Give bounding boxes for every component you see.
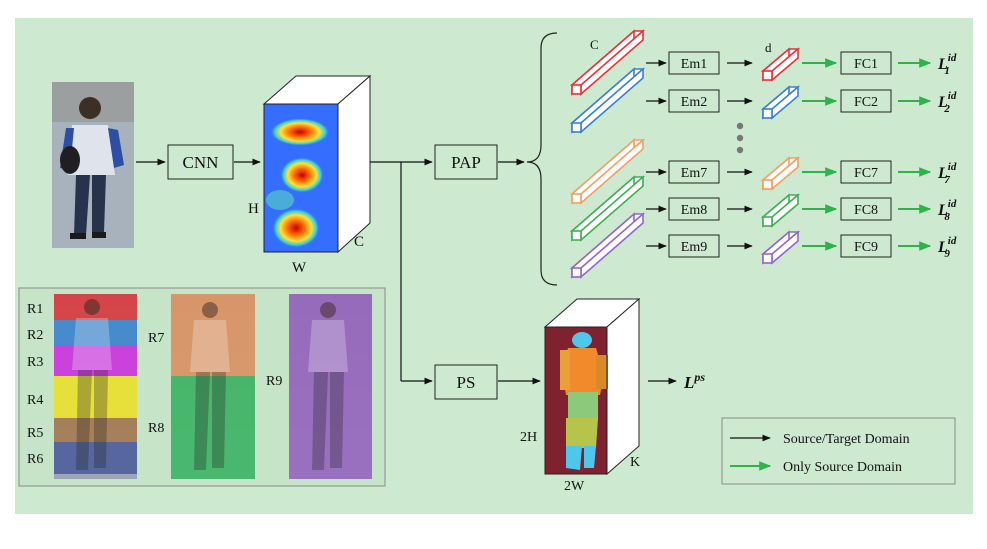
cnn-block: CNN	[167, 144, 234, 180]
fc-label: FC7	[854, 166, 878, 181]
em-label: Em1	[681, 57, 707, 72]
region-r2: R2	[27, 328, 43, 343]
legend-green-label: Only Source Domain	[783, 460, 902, 475]
fc-box	[840, 89, 892, 113]
fc-label: FC8	[854, 203, 878, 218]
feature-w-label: W	[292, 260, 307, 276]
em-box	[668, 234, 720, 258]
input-person-image	[52, 82, 134, 248]
legend: Source/Target Domain Only Source Domain	[721, 417, 956, 485]
branch-d-label: d	[765, 40, 772, 55]
part-feature-bar	[569, 29, 646, 96]
embedding-cube	[760, 85, 801, 120]
region-r8: R8	[148, 421, 164, 436]
pap-block: PAP	[434, 144, 498, 180]
fc-box	[840, 234, 892, 258]
fc-box	[840, 197, 892, 221]
cnn-label: CNN	[183, 153, 219, 172]
feature-map-cube: H W C	[248, 74, 372, 276]
part-feature-bar	[569, 138, 646, 205]
em-box	[668, 197, 720, 221]
em-box	[668, 89, 720, 113]
em-label: Em7	[681, 166, 707, 181]
seg-w-label: 2W	[564, 479, 585, 494]
loss-ps: Lps	[683, 370, 705, 392]
fc-label: FC1	[854, 57, 878, 72]
region-r3: R3	[27, 355, 43, 370]
em-box	[668, 51, 720, 75]
em-label: Em9	[681, 240, 707, 255]
region-panel: R1 R2 R3 R4 R5 R6 R7 R8 R9	[18, 287, 386, 487]
part-feature-bar	[569, 212, 646, 279]
em-label: Em8	[681, 203, 707, 218]
part-seg-cube: 2H 2W K	[520, 297, 641, 494]
region-r1: R1	[27, 302, 43, 317]
fc-box	[840, 160, 892, 184]
ellipsis-dots	[736, 122, 744, 154]
seg-k-label: K	[630, 455, 640, 470]
part-feature-bar	[569, 175, 646, 242]
region-r7: R7	[148, 331, 164, 346]
embedding-cube	[760, 47, 801, 82]
branch-c-label: C	[590, 37, 599, 52]
seg-h-label: 2H	[520, 430, 537, 445]
region-r6: R6	[27, 452, 43, 467]
pap-label: PAP	[451, 153, 481, 172]
feature-c-label: C	[354, 234, 364, 250]
embedding-cube	[760, 193, 801, 228]
region-image-two-parts	[171, 294, 255, 479]
feature-h-label: H	[248, 201, 259, 217]
region-r5: R5	[27, 426, 43, 441]
fc-label: FC9	[854, 240, 878, 255]
fc-label: FC2	[854, 95, 878, 110]
ps-block: PS	[434, 364, 498, 400]
region-image-whole	[289, 294, 372, 479]
region-r4: R4	[27, 393, 43, 408]
embedding-cube	[760, 230, 801, 265]
legend-black-label: Source/Target Domain	[783, 432, 910, 447]
region-image-six-parts	[54, 294, 137, 479]
ps-label: PS	[457, 373, 476, 392]
embedding-cube	[760, 156, 801, 191]
part-feature-bar	[569, 67, 646, 134]
em-label: Em2	[681, 95, 707, 110]
fc-box	[840, 51, 892, 75]
branch-brace	[526, 32, 558, 286]
em-box	[668, 160, 720, 184]
region-r9: R9	[266, 374, 282, 389]
